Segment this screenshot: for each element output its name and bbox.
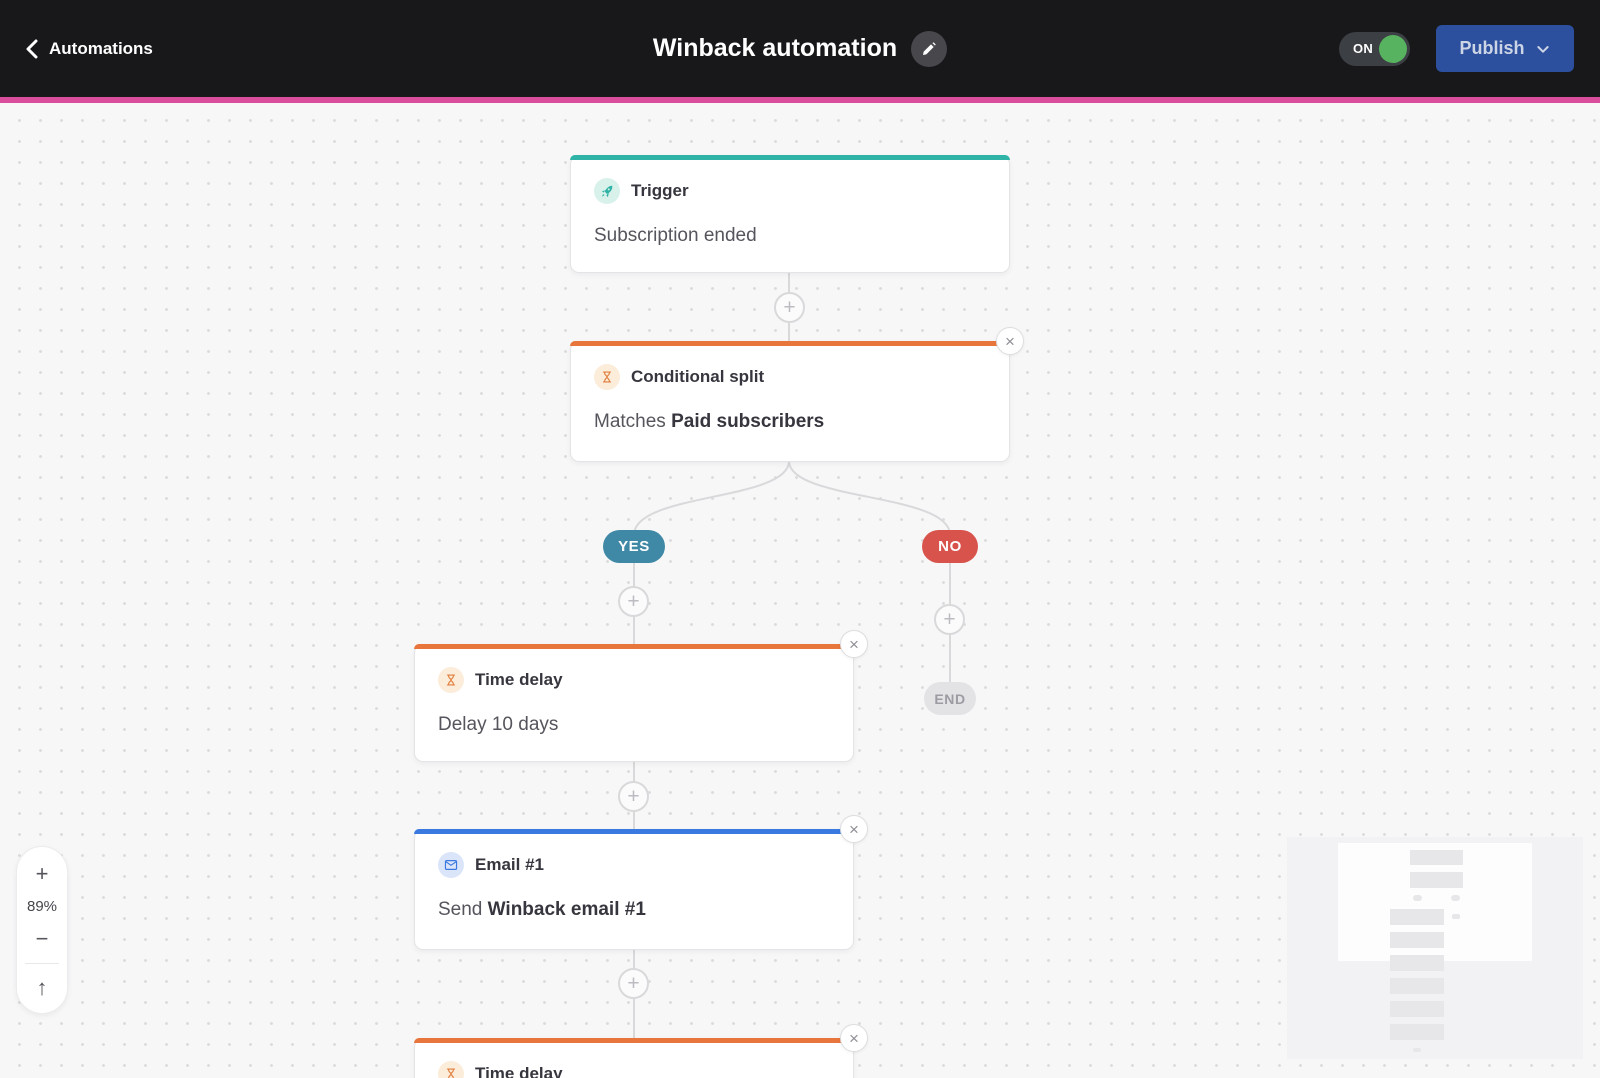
scroll-to-top-button[interactable]: ↑ <box>36 975 48 1000</box>
pencil-icon <box>923 41 936 55</box>
minimap-node <box>1410 850 1463 865</box>
node-label: Conditional split <box>631 367 765 386</box>
remove-step-button[interactable]: × <box>840 1024 868 1052</box>
divider <box>25 963 59 964</box>
zoom-controls: + 89% − ↑ <box>16 846 68 1014</box>
automation-canvas[interactable]: Trigger Subscription ended + Conditional… <box>0 103 1600 1078</box>
remove-step-button[interactable]: × <box>840 630 868 658</box>
time-delay-node[interactable]: Time delay Delay 10 days <box>414 644 854 762</box>
node-label: Email #1 <box>475 855 544 874</box>
page-title: Winback automation <box>652 34 898 62</box>
publish-label: Publish <box>1459 38 1525 58</box>
minimap-node <box>1390 932 1444 948</box>
end-badge: END <box>924 682 976 715</box>
toggle-knob <box>1379 34 1407 63</box>
accent-bar <box>0 97 1600 103</box>
minimap-node <box>1390 1024 1444 1040</box>
hourglass-icon <box>438 667 464 693</box>
trigger-node[interactable]: Trigger Subscription ended <box>570 155 1010 273</box>
node-description-prefix: Send <box>438 899 488 920</box>
automation-on-toggle[interactable]: ON <box>1339 31 1410 66</box>
yes-branch-badge: YES <box>603 530 665 563</box>
add-step-button[interactable]: + <box>618 781 649 812</box>
envelope-icon <box>438 852 464 878</box>
zoom-in-button[interactable]: + <box>35 861 49 886</box>
node-label: Time delay <box>475 1064 563 1078</box>
add-step-button[interactable]: + <box>618 968 649 999</box>
minimap-node <box>1390 955 1444 971</box>
time-delay-node[interactable]: Time delay <box>414 1038 854 1078</box>
minimap-node <box>1390 909 1444 925</box>
add-step-button[interactable]: + <box>774 292 805 323</box>
minimap-node <box>1390 978 1444 994</box>
chevron-down-icon <box>1536 45 1549 53</box>
back-chevron-icon <box>24 39 40 59</box>
hourglass-icon <box>594 364 620 390</box>
minimap[interactable] <box>1287 837 1583 1059</box>
email-node[interactable]: Email #1 Send Winback email #1 <box>414 829 854 950</box>
rocket-icon <box>594 178 620 204</box>
zoom-level: 89% <box>26 898 58 915</box>
edit-title-button[interactable] <box>911 30 948 67</box>
minimap-node <box>1390 1001 1444 1017</box>
toggle-on-label: ON <box>1353 41 1374 56</box>
node-description-value: Paid subscribers <box>671 411 825 432</box>
minimap-node <box>1413 895 1422 901</box>
minimap-node <box>1452 914 1460 919</box>
add-step-button[interactable]: + <box>618 586 649 617</box>
node-description-value: Winback email #1 <box>487 899 646 920</box>
node-label: Time delay <box>475 670 563 689</box>
node-description: Delay 10 days <box>438 714 559 735</box>
remove-step-button[interactable]: × <box>840 815 868 843</box>
hourglass-icon <box>438 1061 464 1078</box>
top-bar: Automations Winback automation ON Publis… <box>0 0 1600 97</box>
zoom-out-button[interactable]: − <box>35 926 49 951</box>
node-description-prefix: Matches <box>594 411 672 432</box>
add-step-button[interactable]: + <box>934 604 965 635</box>
back-label: Automations <box>49 38 153 58</box>
conditional-split-node[interactable]: Conditional split Matches Paid subscribe… <box>570 341 1010 462</box>
minimap-node <box>1413 1048 1421 1052</box>
back-to-automations-link[interactable]: Automations <box>24 0 153 97</box>
remove-step-button[interactable]: × <box>996 327 1024 355</box>
no-branch-badge: NO <box>922 530 978 563</box>
node-label: Trigger <box>631 181 689 200</box>
node-description: Subscription ended <box>594 225 757 246</box>
minimap-node <box>1451 895 1460 901</box>
minimap-node <box>1410 872 1463 888</box>
publish-button[interactable]: Publish <box>1436 25 1574 72</box>
